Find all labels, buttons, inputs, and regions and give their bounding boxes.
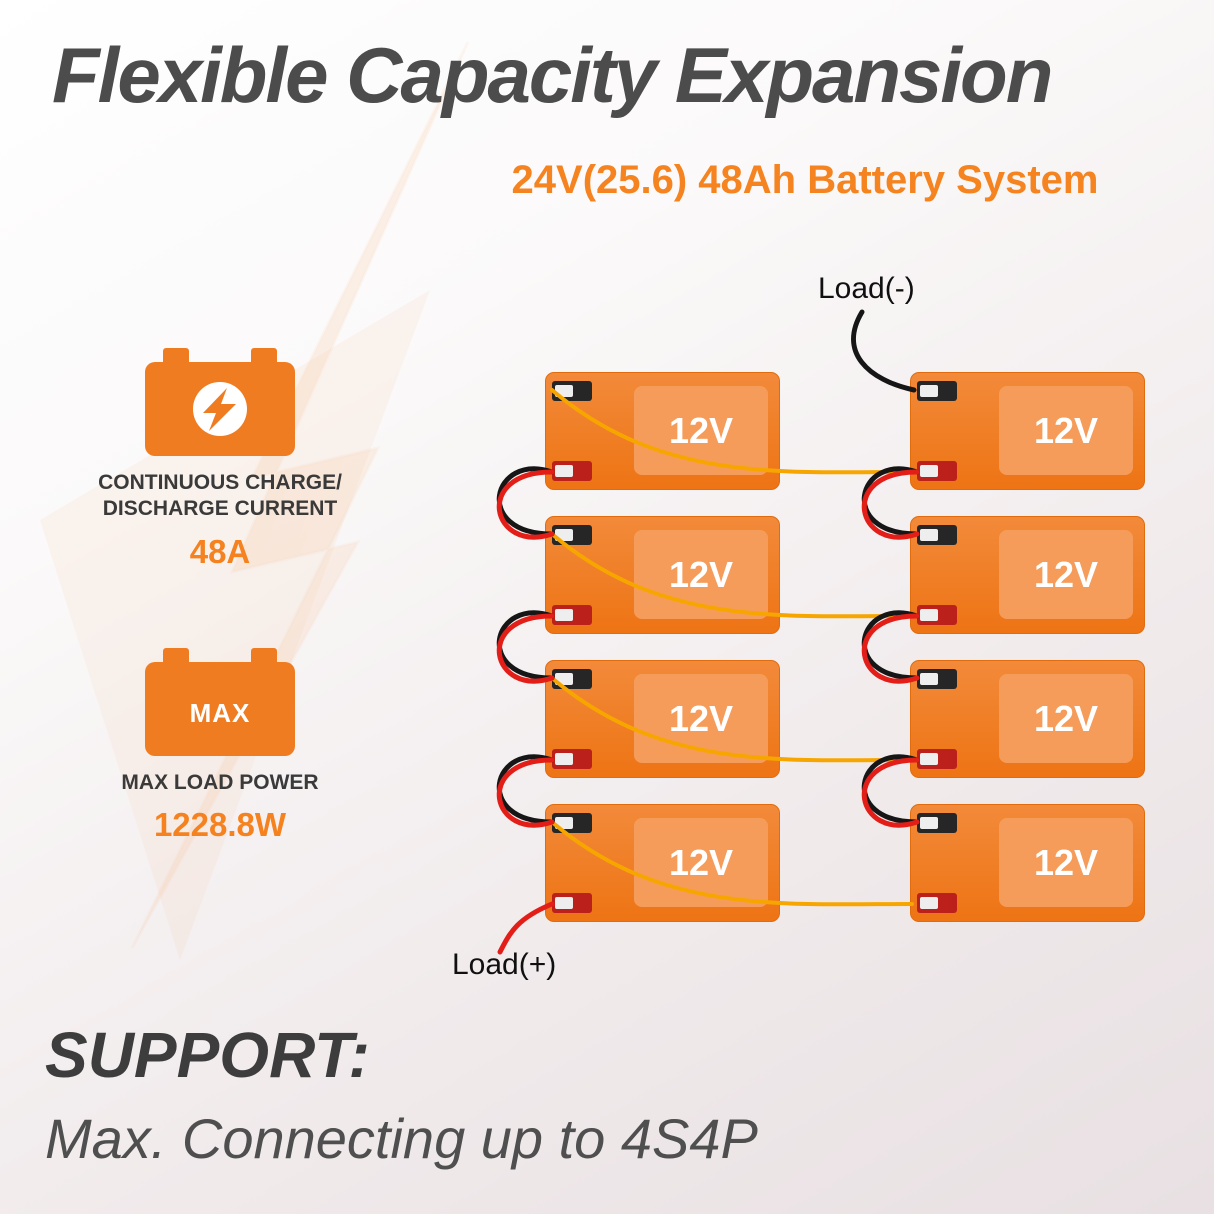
battery-voltage-label: 12V <box>634 674 768 763</box>
negative-terminal <box>917 669 957 689</box>
load-negative-label: Load(-) <box>818 272 915 305</box>
negative-terminal <box>552 813 592 833</box>
battery-12v: 12V <box>910 516 1145 634</box>
battery-12v: 12V <box>910 804 1145 922</box>
positive-terminal <box>552 461 592 481</box>
battery-voltage-label: 12V <box>999 530 1133 619</box>
battery-12v: 12V <box>545 516 780 634</box>
battery-voltage-label: 12V <box>634 386 768 475</box>
positive-terminal <box>552 893 592 913</box>
spec-label-line2: DISCHARGE CURRENT <box>102 497 338 521</box>
battery-12v: 12V <box>545 372 780 490</box>
battery-12v: 12V <box>545 660 780 778</box>
positive-terminal <box>917 893 957 913</box>
battery-12v: 12V <box>910 660 1145 778</box>
wire-load-negative <box>851 309 917 393</box>
negative-terminal <box>552 525 592 545</box>
negative-terminal <box>552 381 592 401</box>
system-subtitle: 24V(25.6) 48Ah Battery System <box>511 158 1099 202</box>
page-title: Flexible Capacity Expansion <box>52 31 1053 119</box>
max-badge: MAX <box>189 698 251 728</box>
support-text: Max. Connecting up to 4S4P <box>45 1107 758 1170</box>
battery-bolt-icon <box>145 348 295 460</box>
spec-continuous-current: CONTINUOUS CHARGE/ DISCHARGE CURRENT 48A <box>55 348 385 571</box>
load-positive-label: Load(+) <box>452 948 557 981</box>
negative-terminal <box>917 381 957 401</box>
battery-voltage-label: 12V <box>634 530 768 619</box>
battery-12v: 12V <box>910 372 1145 490</box>
spec-label-line1: CONTINUOUS CHARGE/ <box>98 471 342 494</box>
battery-12v: 12V <box>545 804 780 922</box>
spec-power-value: 1228.8W <box>153 806 287 844</box>
support-heading: SUPPORT: <box>45 1019 370 1091</box>
battery-voltage-label: 12V <box>999 818 1133 907</box>
negative-terminal <box>917 813 957 833</box>
negative-terminal <box>917 525 957 545</box>
battery-voltage-label: 12V <box>634 818 768 907</box>
battery-voltage-label: 12V <box>999 674 1133 763</box>
positive-terminal <box>917 461 957 481</box>
positive-terminal <box>552 749 592 769</box>
positive-terminal <box>917 749 957 769</box>
spec-max-load-power: MAX MAX LOAD POWER 1228.8W <box>55 648 385 844</box>
battery-max-icon: MAX <box>145 648 295 760</box>
spec-label: MAX LOAD POWER <box>121 771 319 794</box>
positive-terminal <box>917 605 957 625</box>
positive-terminal <box>552 605 592 625</box>
spec-current-value: 48A <box>189 532 251 570</box>
battery-voltage-label: 12V <box>999 386 1133 475</box>
lightning-watermark-icon <box>40 41 470 960</box>
negative-terminal <box>552 669 592 689</box>
